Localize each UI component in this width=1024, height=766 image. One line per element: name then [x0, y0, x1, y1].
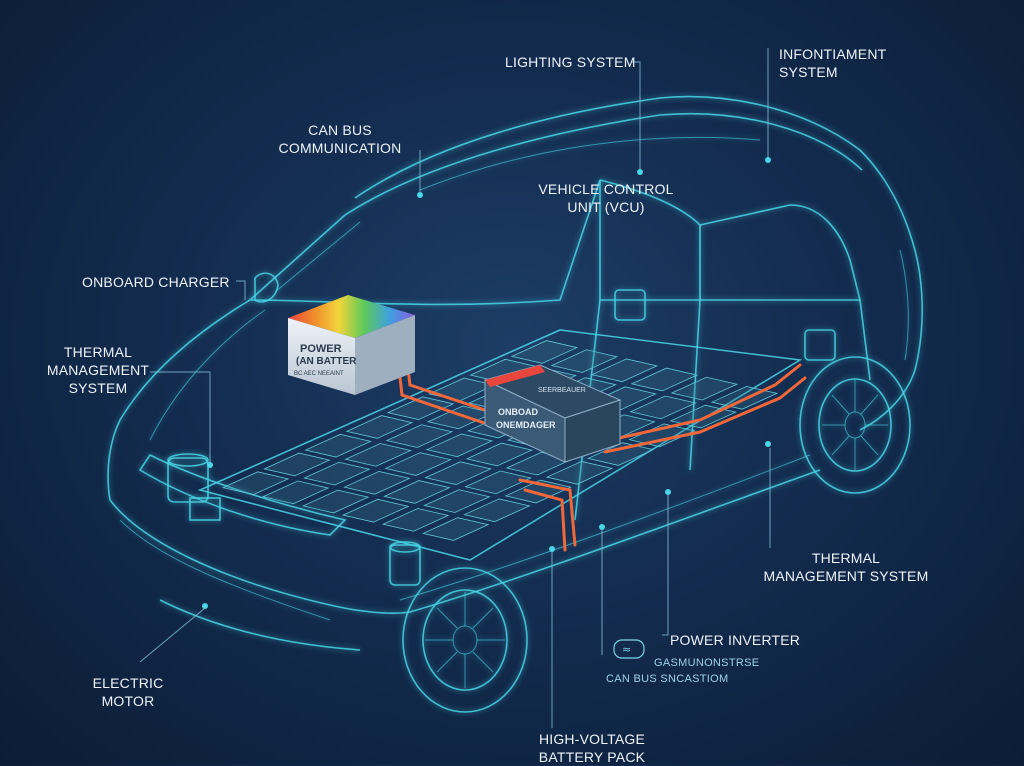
battery-cell	[510, 340, 579, 364]
thermal-right-line1: THERMAL	[811, 550, 881, 566]
battery-cell	[344, 443, 412, 467]
thermal-left-line2: MANAGEMENT	[46, 362, 150, 378]
lighting-system-text: LIGHTING SYSTEM	[505, 54, 636, 70]
label-high-voltage-battery: HIGH-VOLTAGE BATTERY PACK	[530, 730, 654, 766]
battery-cell	[590, 358, 659, 383]
can-bus-line1: CAN BUS	[308, 122, 372, 138]
electric-motor-line1: ELECTRIC	[92, 675, 164, 691]
label-onboard-charger: ONBOARD CHARGER	[82, 273, 230, 291]
power-inverter-text: POWER INVERTER	[670, 632, 801, 648]
battery-cell	[381, 508, 450, 532]
battery-cell	[386, 396, 455, 420]
can-bus-small-line2: CAN BUS SNCASTIOM	[606, 673, 729, 685]
battery-cell	[586, 442, 655, 466]
battery-cell	[425, 433, 494, 458]
label-can-bus-small-1: GASMUNONSTRSE	[654, 654, 759, 672]
can-bus-line2: COMMUNICATION	[278, 140, 402, 156]
front-wheel	[402, 567, 528, 713]
can-bus-small-line1: GASMUNONSTRSE	[654, 657, 760, 669]
label-can-bus-small-2: CAN BUS SNCASTIOM	[606, 670, 728, 688]
infotainment-line1: INFONTIAMENT	[779, 46, 887, 62]
label-electric-motor: ELECTRIC MOTOR	[86, 674, 170, 710]
battery-cell	[301, 489, 370, 514]
battery-line1: HIGH-VOLTAGE	[538, 731, 646, 747]
thermal-left-line1: THERMAL	[63, 344, 133, 360]
power-battery-module: POWER (AN BATTER BC AEC NEEAINT	[288, 295, 415, 395]
onboard-charger-text: ONBOARD CHARGER	[82, 274, 230, 290]
battery-cell	[423, 489, 491, 513]
battery-cell	[221, 471, 290, 495]
battery-cell	[303, 461, 371, 486]
label-thermal-management-left: THERMAL MANAGEMENT SYSTEM	[42, 343, 154, 397]
inverter-box-line1: ONBOAD	[498, 407, 538, 417]
battery-line2: BATTERY PACK	[538, 749, 646, 765]
thermal-left-line3: SYSTEM	[68, 380, 128, 396]
battery-cell	[424, 461, 492, 485]
vcu-line2: UNIT (VCU)	[567, 199, 645, 215]
battery-cell	[263, 452, 331, 477]
label-can-bus-communication: CAN BUS COMMUNICATION	[274, 121, 406, 157]
battery-cell	[385, 424, 454, 448]
label-power-inverter: POWER INVERTER	[670, 631, 800, 649]
battery-cell	[421, 517, 490, 541]
inverter-box-line2: ONEMDAGER	[496, 420, 556, 430]
battery-cell	[463, 498, 531, 523]
leader-lines	[139, 48, 771, 728]
battery-cell	[345, 415, 414, 439]
thermal-right-line2: MANAGEMENT SYSTEM	[763, 568, 929, 584]
battery-cell	[343, 471, 411, 495]
rear-wheel	[799, 356, 911, 494]
infotainment-line2: SYSTEM	[779, 64, 838, 80]
front-motor-assembly	[167, 289, 836, 586]
label-lighting-system: LIGHTING SYSTEM	[505, 53, 636, 71]
battery-cell	[630, 367, 699, 392]
label-thermal-management-right: THERMAL MANAGEMENT SYSTEM	[760, 549, 932, 585]
label-vehicle-control-unit: VEHICLE CONTROL UNIT (VCU)	[536, 180, 676, 216]
vcu-line1: VEHICLE CONTROL	[538, 181, 674, 197]
can-bus-icon-glyph: ≈	[622, 643, 631, 656]
battery-cell	[545, 461, 614, 485]
label-infotainment-system: INFONTIAMENT SYSTEM	[779, 45, 886, 81]
battery-cell	[465, 442, 534, 467]
battery-cell	[670, 376, 739, 401]
can-bus-icon: ≈	[613, 639, 645, 659]
electric-motor-line2: MOTOR	[101, 693, 155, 709]
battery-cell	[261, 480, 330, 505]
battery-cell	[464, 470, 532, 495]
power-box-line1: POWER	[300, 343, 342, 355]
battery-cell	[629, 395, 697, 420]
battery-cell	[384, 452, 452, 476]
power-box-line2: (AN BATTER	[296, 356, 357, 367]
battery-cell	[383, 480, 451, 504]
battery-cell	[304, 433, 372, 458]
inverter-box-top: SEERBEAUER	[538, 387, 586, 394]
battery-cell	[341, 498, 410, 523]
battery-cell	[550, 349, 619, 373]
power-box-line3: BC AEC NEEAINT	[294, 371, 344, 377]
inverter-module: SEERBEAUER ONBOAD ONEMDAGER	[483, 364, 622, 463]
